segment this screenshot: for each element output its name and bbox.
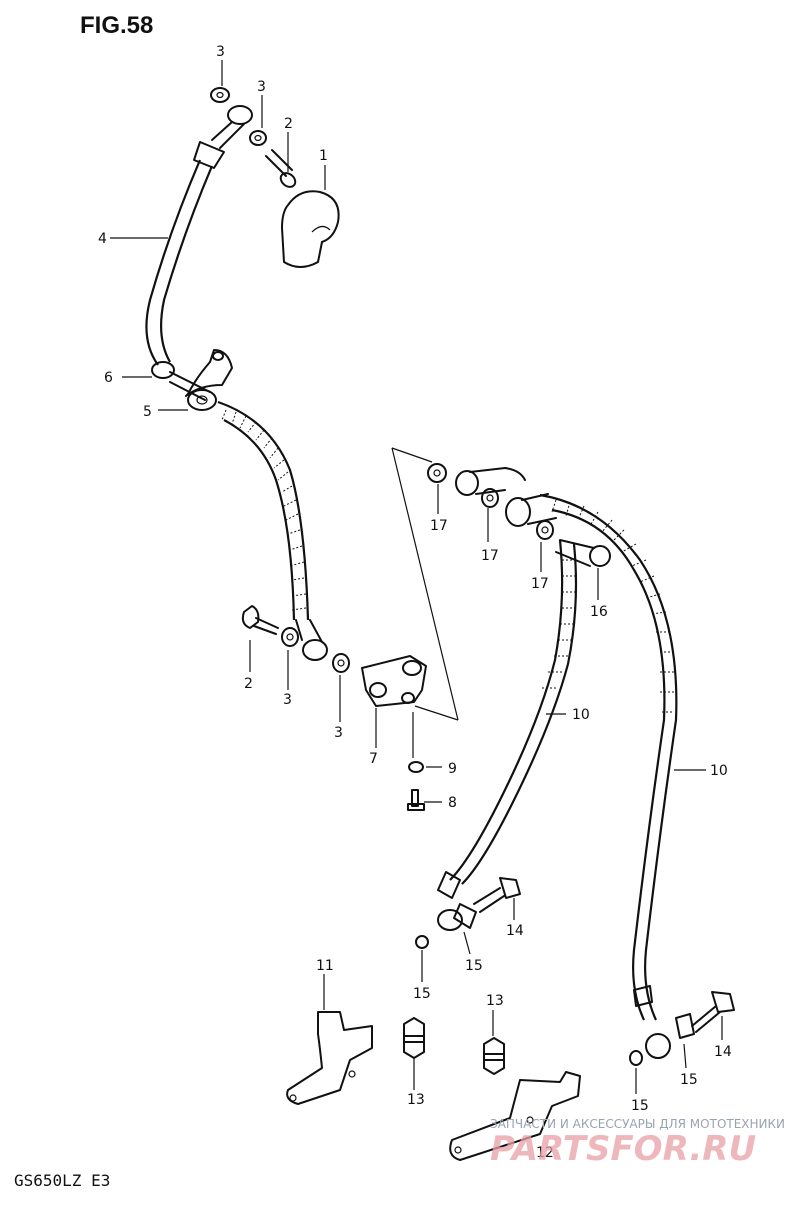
part-11-bracket [286, 1011, 373, 1105]
callout-12: 12 [536, 1145, 554, 1161]
callout-6: 6 [104, 370, 113, 386]
part-10-brake-hose-left [449, 539, 578, 885]
lower-fitting-left [437, 871, 477, 931]
callout-15: 15 [680, 1072, 698, 1088]
callout-17: 17 [481, 548, 499, 564]
callout-14: 14 [506, 923, 524, 939]
model-code: GS650LZ E3 [14, 1171, 110, 1190]
part-13-grommet [403, 1017, 425, 1059]
callout-10: 10 [710, 763, 728, 779]
part-10-brake-hose-right [539, 493, 678, 1021]
callout-7: 7 [369, 751, 378, 767]
callout-15: 15 [413, 986, 431, 1002]
banjo-fitting-top [193, 105, 253, 169]
part-3-washer [210, 87, 230, 103]
part-3-washer [249, 130, 267, 146]
part-6-grommet [151, 361, 211, 401]
callout-1: 1 [319, 148, 328, 164]
callout-8: 8 [448, 795, 457, 811]
callout-10: 10 [572, 707, 590, 723]
callout-5: 5 [143, 404, 152, 420]
wrapped-brake-hose [217, 400, 310, 621]
part-1-cap [281, 190, 340, 268]
part-17-washer [481, 488, 499, 508]
callout-14: 14 [714, 1044, 732, 1060]
lower-fitting-right [633, 985, 695, 1059]
part-17-washer [427, 463, 447, 483]
part-15-washer [415, 935, 429, 949]
callout-11: 11 [316, 958, 334, 974]
watermark-tagline: ЗАПЧАСТИ И АКСЕССУАРЫ ДЛЯ МОТОТЕХНИКИ [490, 1117, 785, 1131]
callout-4: 4 [98, 231, 107, 247]
banjo-fittings-right [455, 467, 611, 567]
part-3-washer [281, 627, 299, 647]
part-13-grommet [483, 1037, 505, 1075]
callout-2: 2 [284, 116, 293, 132]
part-5-clamp [185, 349, 233, 411]
callout-3: 3 [257, 79, 266, 95]
part-14-bolt [473, 877, 521, 913]
callout-3: 3 [283, 692, 292, 708]
part-2-bolt-lower [241, 605, 279, 635]
part-12-bracket [449, 1071, 581, 1161]
part-4-brake-hose [145, 159, 202, 366]
callout-15: 15 [465, 958, 483, 974]
callout-17: 17 [531, 576, 549, 592]
callout-17: 17 [430, 518, 448, 534]
part-9-washer [408, 761, 424, 773]
callout-2: 2 [244, 676, 253, 692]
callout-13: 13 [407, 1092, 425, 1108]
part-3-washer [332, 653, 350, 673]
banjo-fitting-lower [302, 639, 328, 661]
callout-9: 9 [448, 761, 457, 777]
part-15-washer [629, 1050, 643, 1066]
watermark-logo: PARTSFOR.RU [490, 1129, 756, 1169]
callout-3: 3 [334, 725, 343, 741]
part-8-bolt [407, 789, 425, 811]
part-14-bolt-right [691, 991, 735, 1033]
figure-title: FIG.58 [80, 12, 153, 39]
part-17-washer [536, 520, 554, 540]
callout-16: 16 [590, 604, 608, 620]
callout-3: 3 [216, 44, 225, 60]
callout-13: 13 [486, 993, 504, 1009]
part-2-bolt-top [265, 149, 297, 188]
part-7-joint [361, 655, 427, 707]
callout-15: 15 [631, 1098, 649, 1114]
